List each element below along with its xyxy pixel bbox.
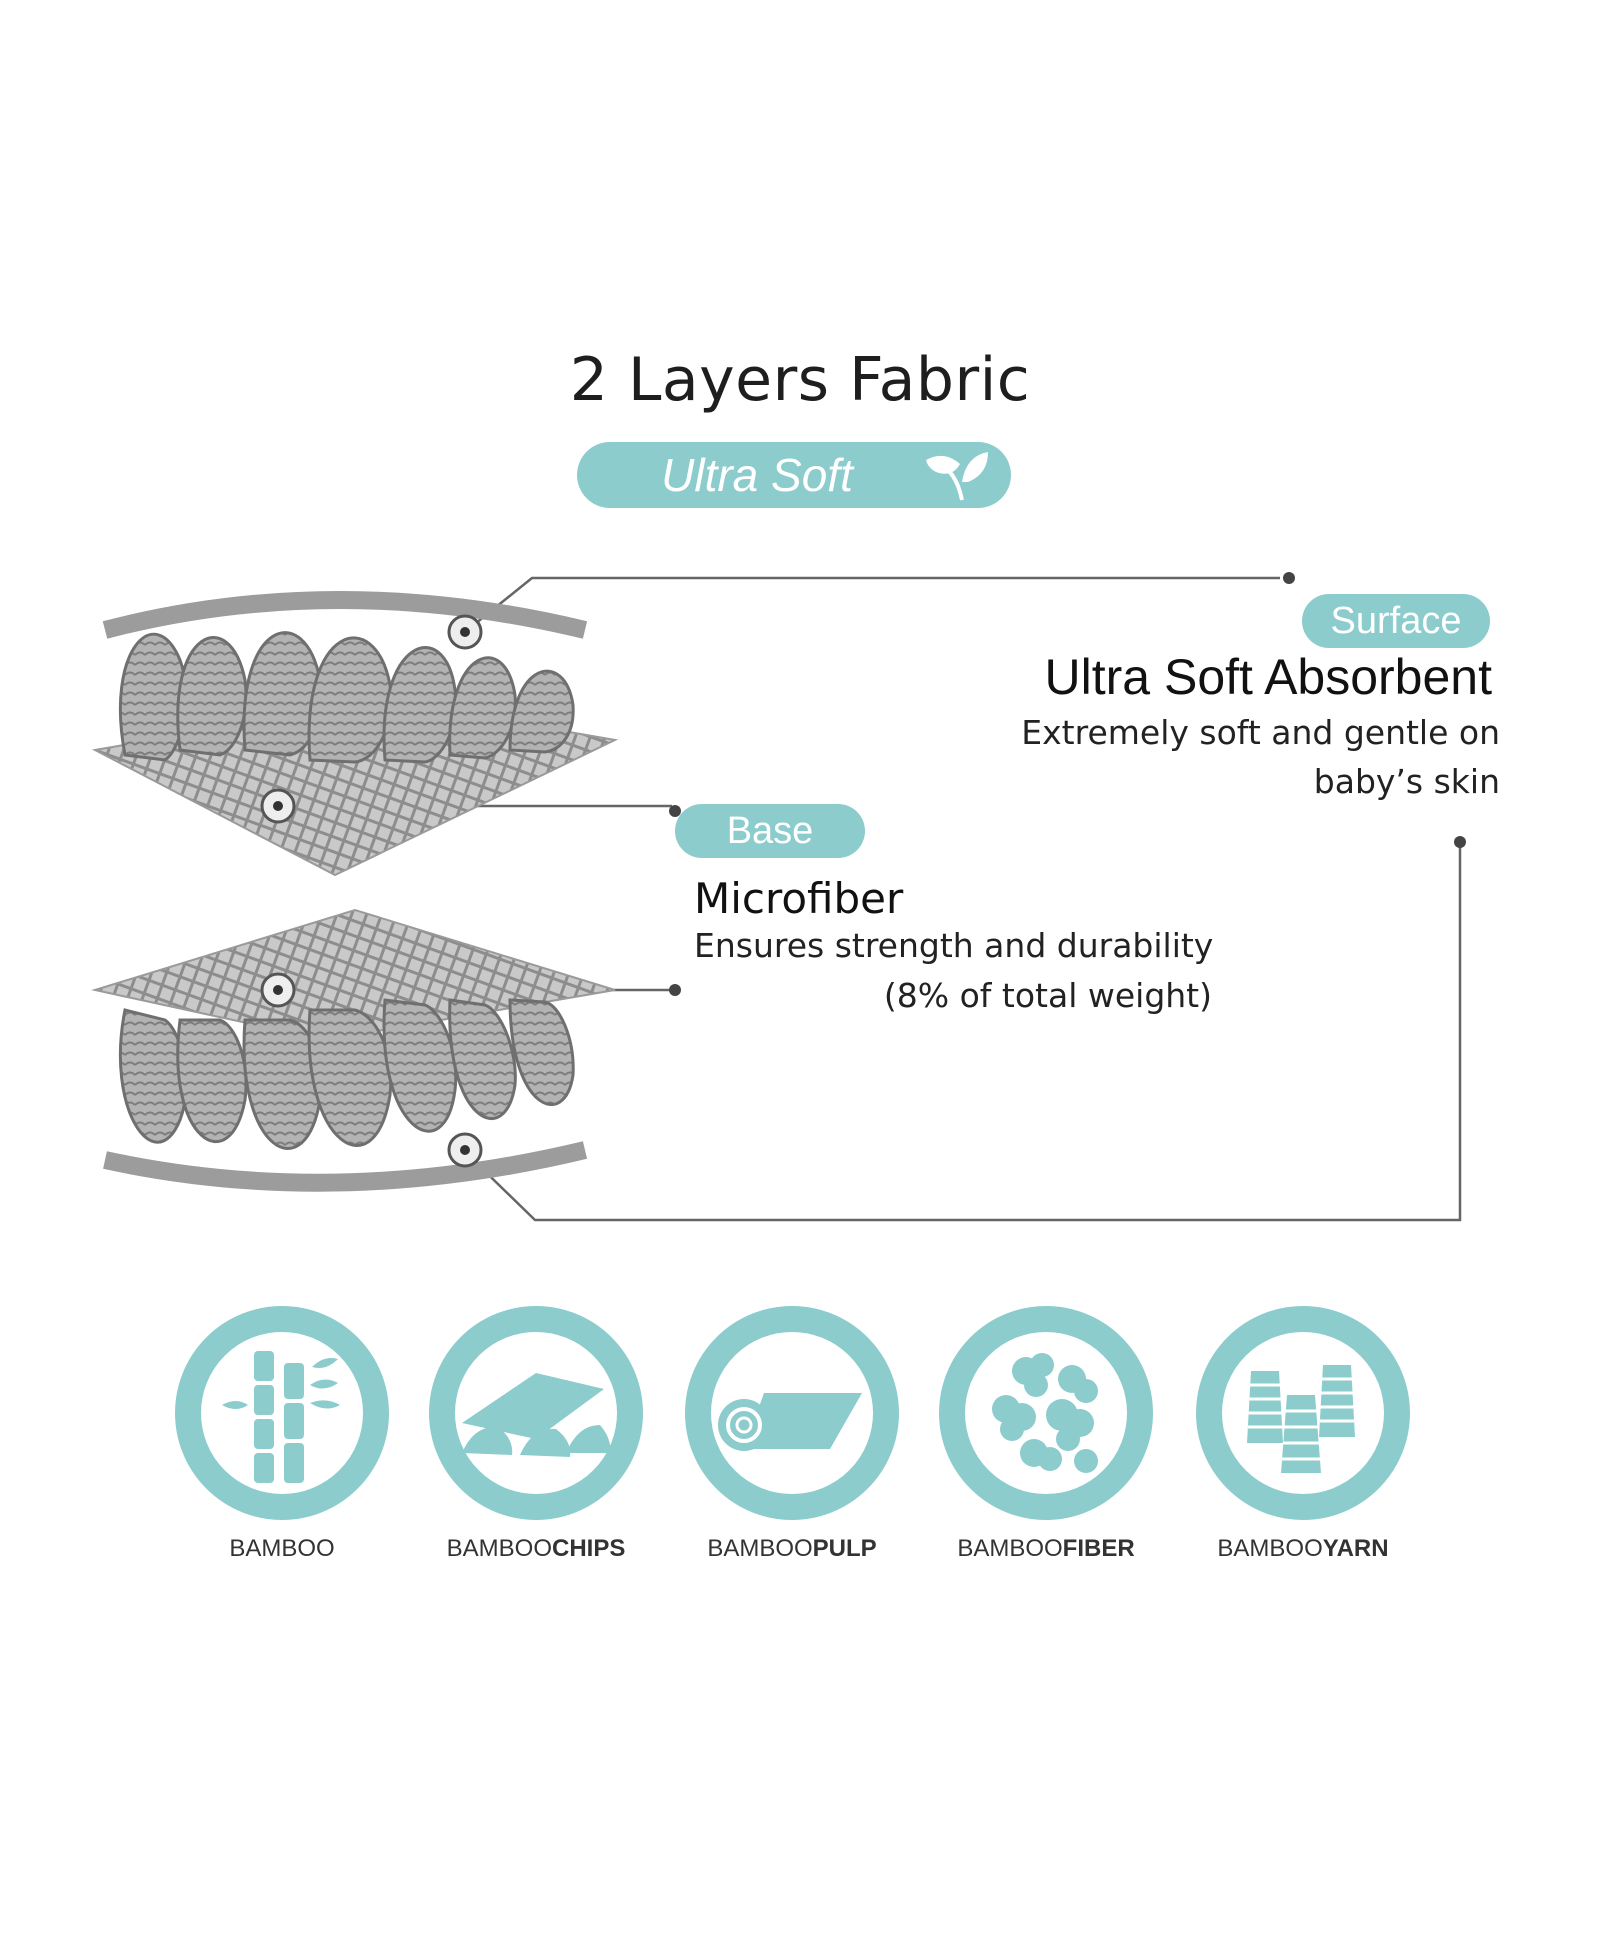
step-label-bamboo-fiber: BAMBOOFIBER [957,1535,1135,1562]
fabric-bottom-layer [91,908,616,1192]
leaf-icon [926,452,988,501]
ultra-soft-label: Ultra Soft [661,449,853,501]
page-title: 2 Layers Fabric [569,345,1031,415]
step-label-bamboo: BAMBOO [229,1535,335,1562]
base-desc-line1: Ensures strength and durability [694,926,1214,965]
bamboo-pulp-icon [685,1306,899,1520]
step-label-bamboo-yarn: BAMBOOYARN [1217,1535,1389,1562]
surface-desc-line2: baby’s skin [1313,762,1500,801]
step-label-bamboo-pulp: BAMBOOPULP [707,1535,877,1562]
step-label-bamboo-chips: BAMBOOCHIPS [446,1535,626,1562]
bamboo-chips-icon [429,1306,643,1520]
surface-description: Extremely soft and gentle on baby’s skin [900,708,1500,806]
bamboo-yarn-icon [1196,1306,1410,1520]
ultra-soft-badge: Ultra Soft [577,442,1011,508]
surface-desc-line1: Extremely soft and gentle on [1021,713,1500,752]
bamboo-stalk-icon [175,1306,389,1520]
bamboo-fiber-icon [939,1306,1153,1520]
base-desc-line2: (8% of total weight) [883,976,1212,1015]
surface-heading: Ultra Soft Absorbent [1044,649,1492,705]
fabric-top-layer [91,591,619,877]
base-tag: Base [675,804,865,858]
surface-tag: Surface [1302,594,1490,648]
base-heading: Microfiber [694,874,904,923]
